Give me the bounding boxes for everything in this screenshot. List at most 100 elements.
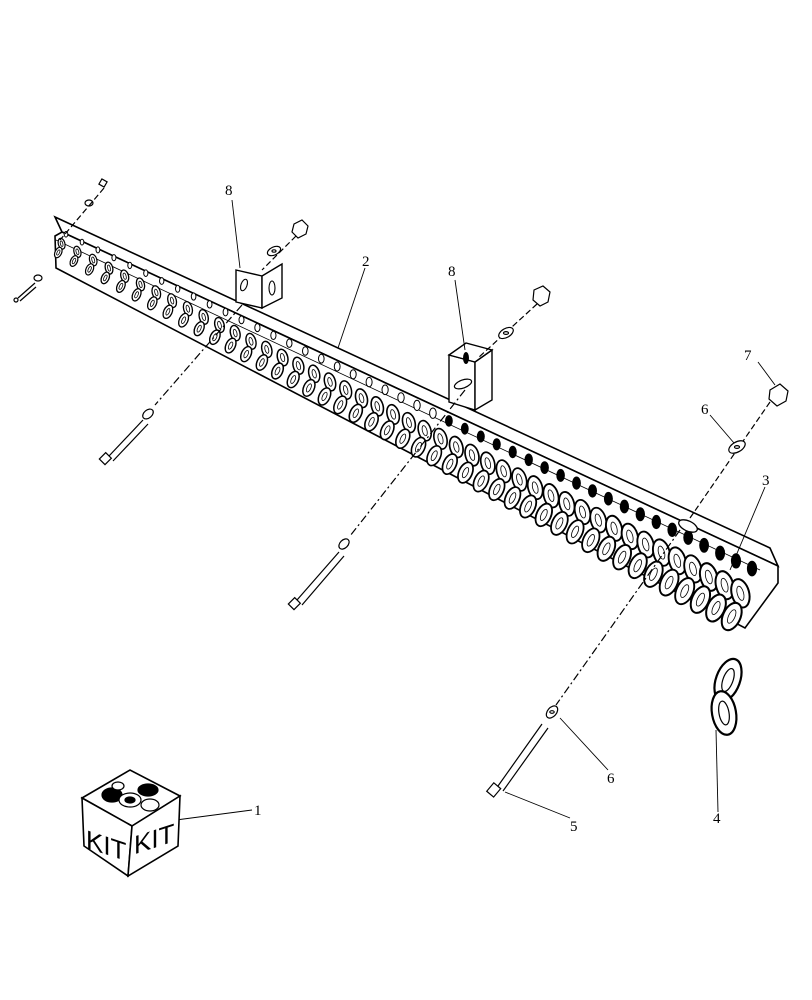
chain-link	[550, 491, 576, 536]
bar-hole	[190, 292, 197, 301]
chain-link	[84, 253, 98, 276]
bar-hole	[429, 407, 437, 419]
bar-hole	[222, 307, 229, 317]
callout-8-right: 8	[448, 264, 456, 280]
bar-hole	[603, 491, 613, 506]
bolt-right	[287, 389, 466, 611]
chain-link	[519, 475, 544, 519]
chain-link	[270, 348, 289, 380]
bar-hole	[445, 415, 453, 427]
bar-hole	[95, 246, 101, 254]
bar-hole	[254, 323, 261, 333]
bar-hole	[476, 430, 485, 443]
hardware	[13, 178, 789, 798]
chain-link	[364, 396, 385, 432]
bar-end-slot	[678, 519, 698, 533]
callout-8-left: 8	[225, 183, 233, 199]
bar-hole	[397, 392, 405, 404]
chain-link	[302, 364, 321, 397]
bar-hole	[302, 346, 309, 356]
bar-hole	[413, 399, 421, 411]
chain-link	[488, 459, 512, 502]
bar-hole	[159, 277, 165, 285]
bar-hole	[333, 361, 341, 372]
chain-link	[472, 451, 496, 493]
bar-hole	[175, 284, 181, 293]
chain-link	[146, 285, 162, 311]
bar-hole	[508, 445, 517, 459]
bar-hole	[318, 353, 325, 364]
chain-link	[178, 301, 194, 328]
callout-6-upper: 6	[701, 402, 709, 418]
chain-link	[565, 498, 592, 545]
leader-lines	[175, 199, 776, 821]
chain-link	[286, 356, 305, 389]
chain-link	[426, 427, 448, 467]
chain-link	[162, 293, 178, 320]
chain-link	[115, 269, 130, 293]
chain-link	[581, 506, 608, 554]
chain-link	[348, 388, 369, 424]
chain-link	[720, 578, 751, 632]
bar-hole	[127, 261, 133, 270]
chain-link	[612, 522, 640, 571]
bar-hole	[63, 231, 69, 238]
kit-contents	[101, 781, 160, 812]
callout-5: 5	[570, 819, 578, 835]
bar-hole	[365, 376, 373, 388]
bolt-item-5	[485, 529, 681, 798]
chain-link	[674, 554, 703, 606]
bar-hole	[588, 484, 597, 498]
callout-labels: 8 8 2 7 6 3 6 5 4 1	[225, 183, 770, 835]
bar-hole	[667, 522, 678, 537]
bar-hole	[651, 514, 661, 530]
chain-link	[239, 332, 257, 363]
chain-link	[596, 514, 624, 562]
chain-link	[317, 372, 337, 406]
chain-link	[534, 483, 560, 528]
bar-hole	[79, 238, 85, 246]
bar-hole	[270, 330, 277, 340]
bar-hole	[635, 507, 645, 522]
chain-link	[333, 380, 353, 415]
callout-1: 1	[254, 803, 262, 819]
chain-link	[100, 261, 114, 285]
bar-hole	[683, 530, 694, 545]
bolt-left	[98, 304, 243, 466]
bar-hole	[492, 438, 501, 451]
chain-link	[193, 308, 210, 337]
mounting-bracket-right	[447, 342, 494, 412]
chain-link	[131, 277, 146, 302]
bar-hole	[524, 453, 533, 467]
chain-link	[69, 245, 82, 267]
callout-2: 2	[362, 254, 370, 270]
chain-link	[395, 411, 417, 450]
bar-hole	[286, 338, 293, 348]
mounting-bracket-left	[235, 262, 283, 310]
nut-washer-left	[261, 219, 309, 271]
bar-hole	[715, 545, 726, 561]
chain-link	[627, 530, 656, 580]
bar-hole	[572, 476, 581, 490]
bar-hole	[540, 461, 549, 475]
bar-hole	[349, 369, 357, 380]
bar-hole	[111, 254, 117, 262]
bar-hole	[238, 315, 245, 325]
chain-link	[53, 237, 66, 259]
callout-6-lower: 6	[607, 771, 615, 787]
callout-4: 4	[713, 811, 721, 827]
bar-hole	[381, 384, 389, 396]
chain-link	[441, 435, 464, 476]
bar-hole	[730, 553, 742, 569]
chain-link-row	[53, 237, 751, 736]
nut-washer-right	[477, 285, 551, 359]
callout-3: 3	[762, 473, 770, 489]
chain-link	[255, 340, 273, 371]
kit-box: KIT KIT	[80, 769, 182, 878]
nut-item-7	[689, 383, 789, 519]
chain-link	[689, 562, 719, 614]
chain-link	[224, 324, 241, 354]
bar-hole	[143, 269, 149, 278]
bar-hole-row	[63, 231, 758, 577]
